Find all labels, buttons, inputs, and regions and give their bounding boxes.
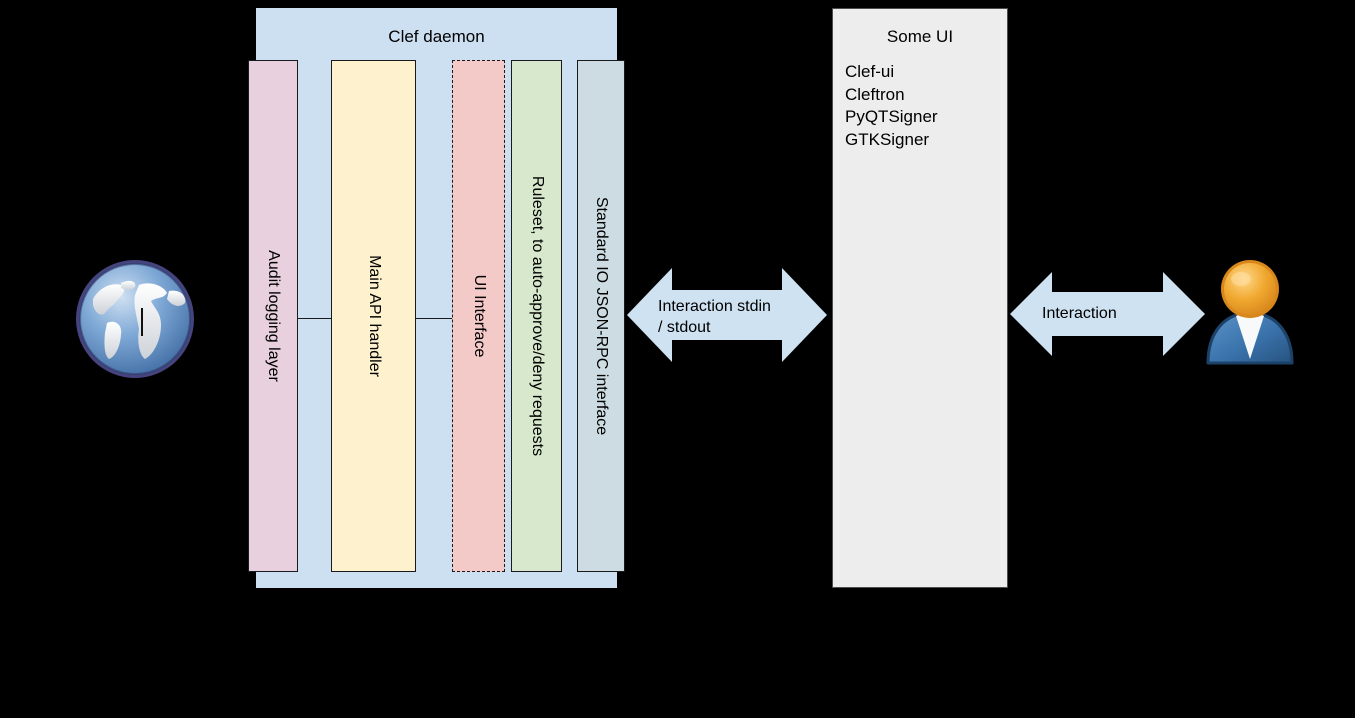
column-audit-logging-layer[interactable]: Audit logging layer: [248, 60, 298, 572]
some-ui-title: Some UI: [886, 27, 954, 46]
column-stdio-label: Standard IO JSON-RPC interface: [593, 196, 610, 436]
column-main-api-handler[interactable]: Main API handler: [331, 60, 416, 572]
arrow-stdin-stdout-line1: Interaction stdin: [658, 298, 771, 315]
column-audit-label: Audit logging layer: [265, 250, 282, 382]
some-ui-list: Clef-ui Cleftron PyQTSigner GTKSigner: [845, 61, 938, 151]
column-ui-interface[interactable]: UI Interface: [452, 60, 505, 572]
arrow-stdin-stdout-line2: / stdout: [658, 319, 711, 336]
user-icon: [1200, 255, 1300, 365]
connector-audit-to-api: [298, 318, 332, 319]
globe-icon: [71, 255, 199, 383]
clef-daemon-container: Clef daemon: [256, 8, 617, 588]
arrow-stdin-stdout: Interaction stdin / stdout: [627, 268, 827, 362]
column-ruleset[interactable]: Ruleset, to auto-approve/deny requests: [511, 60, 562, 572]
list-item[interactable]: GTKSigner: [845, 129, 930, 149]
connector-api-to-ui: [415, 318, 453, 319]
column-standard-io-jsonrpc[interactable]: Standard IO JSON-RPC interface: [577, 60, 625, 572]
column-ui-label: UI Interface: [470, 274, 488, 358]
clef-daemon-title: Clef daemon: [388, 27, 485, 46]
arrow-interaction: Interaction: [1010, 272, 1205, 356]
list-item[interactable]: PyQTSigner: [845, 107, 938, 126]
column-ruleset-label: Ruleset, to auto-approve/deny requests: [528, 175, 546, 457]
some-ui-box: Some UI Clef-ui Cleftron PyQTSigner GTKS…: [832, 8, 1008, 588]
column-api-label: Main API handler: [365, 255, 383, 377]
arrow-interaction-label: Interaction: [1042, 305, 1117, 322]
arrow-stdin-stdout-label: Interaction stdin / stdout: [658, 296, 771, 338]
list-item[interactable]: Clef-ui: [845, 62, 895, 81]
list-item[interactable]: Cleftron: [845, 84, 905, 104]
